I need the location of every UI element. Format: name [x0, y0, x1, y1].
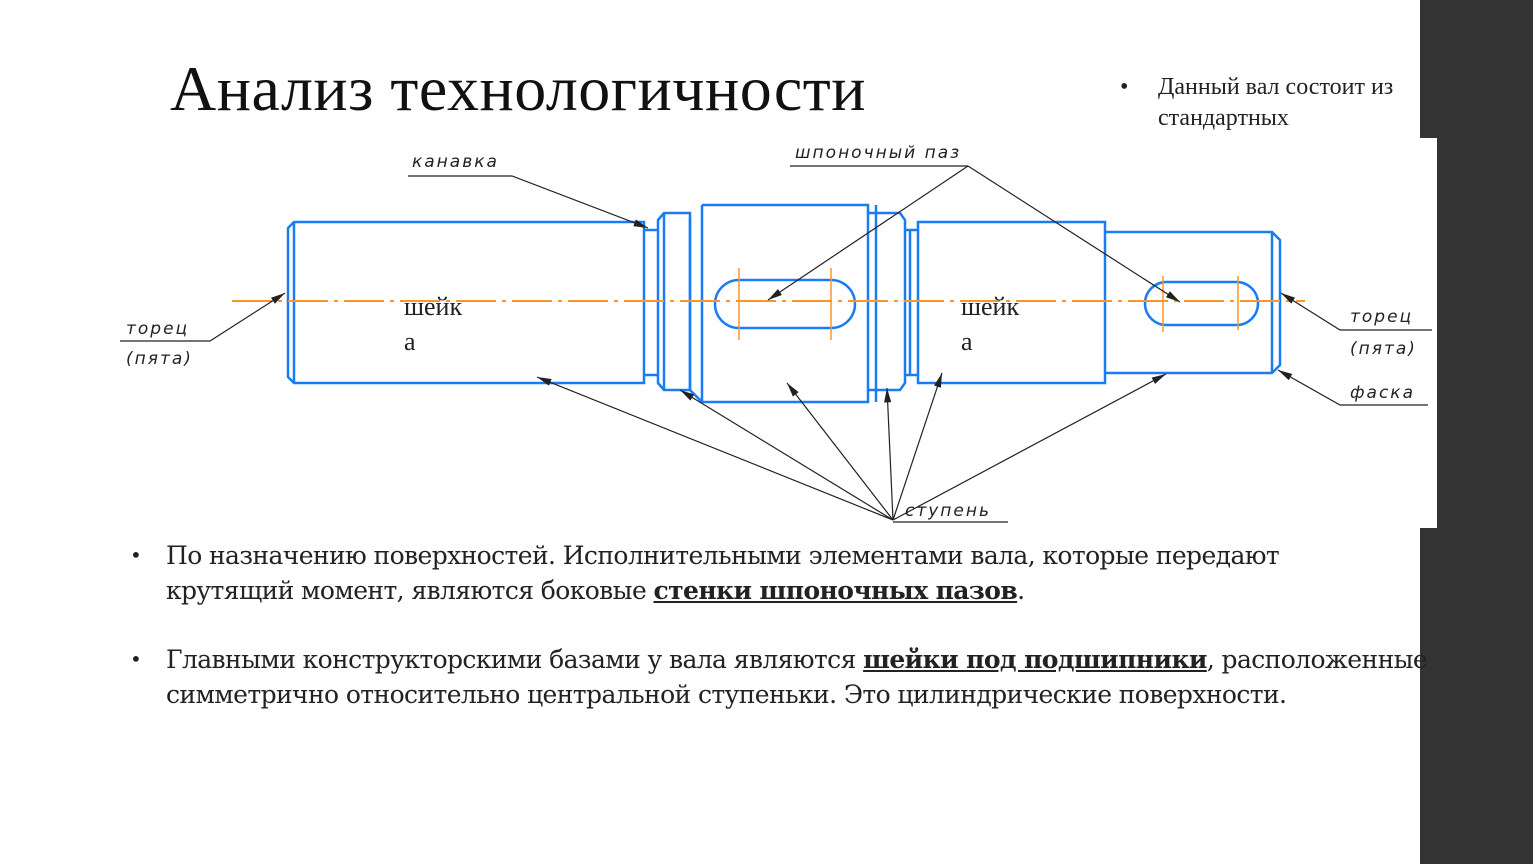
bullet-marker: •: [130, 543, 142, 567]
shaft-end: [1105, 230, 1282, 375]
label-journal-left-cont: а: [404, 327, 416, 356]
label-end-face-right-sub: (пята): [1350, 339, 1417, 359]
drawing-background: [100, 138, 1437, 528]
label-end-face-right: торец: [1350, 307, 1413, 327]
label-chamfer: фаска: [1350, 383, 1415, 403]
bullet-2-end: , расположенные симметрично относительно…: [166, 645, 1428, 709]
right-groove: [905, 228, 918, 377]
side-bullet-text: Данный вал состоит из стандартных: [1158, 74, 1394, 131]
bullet-2-text: Главными конструкторскими базами у вала …: [166, 645, 864, 674]
bullet-1-end: .: [1017, 576, 1025, 605]
bullet-1-text: По назначению поверхностей. Исполнительн…: [166, 541, 1280, 605]
slide-side-bar: [1420, 0, 1533, 864]
label-journal-right-cont: а: [961, 327, 973, 356]
bullet-marker: •: [1120, 74, 1129, 100]
label-end-face-left: торец: [126, 319, 189, 339]
label-groove: канавка: [412, 152, 499, 172]
bullet-2-emphasis: шейки под подшипники: [863, 645, 1207, 674]
shaft-outline: [286, 203, 1282, 404]
label-step: ступень: [905, 501, 991, 521]
central-step: [688, 203, 870, 404]
keyway-left: [713, 278, 857, 330]
label-keyway: шпоночный паз: [795, 143, 961, 163]
keyway-right: [1143, 280, 1260, 327]
bullet-marker: •: [130, 647, 142, 671]
slide-title: Анализ технологичности: [170, 53, 866, 124]
label-journal-right: шейк: [961, 292, 1019, 321]
leader-lines: [120, 165, 1432, 523]
label-journal-left: шейк: [404, 292, 462, 321]
right-journal: [916, 220, 1107, 385]
bullet-1-emphasis: стенки шпоночных пазов: [653, 576, 1018, 605]
left-groove: [644, 228, 658, 377]
centerlines: [232, 268, 1305, 340]
label-end-face-left-sub: (пята): [126, 349, 193, 369]
